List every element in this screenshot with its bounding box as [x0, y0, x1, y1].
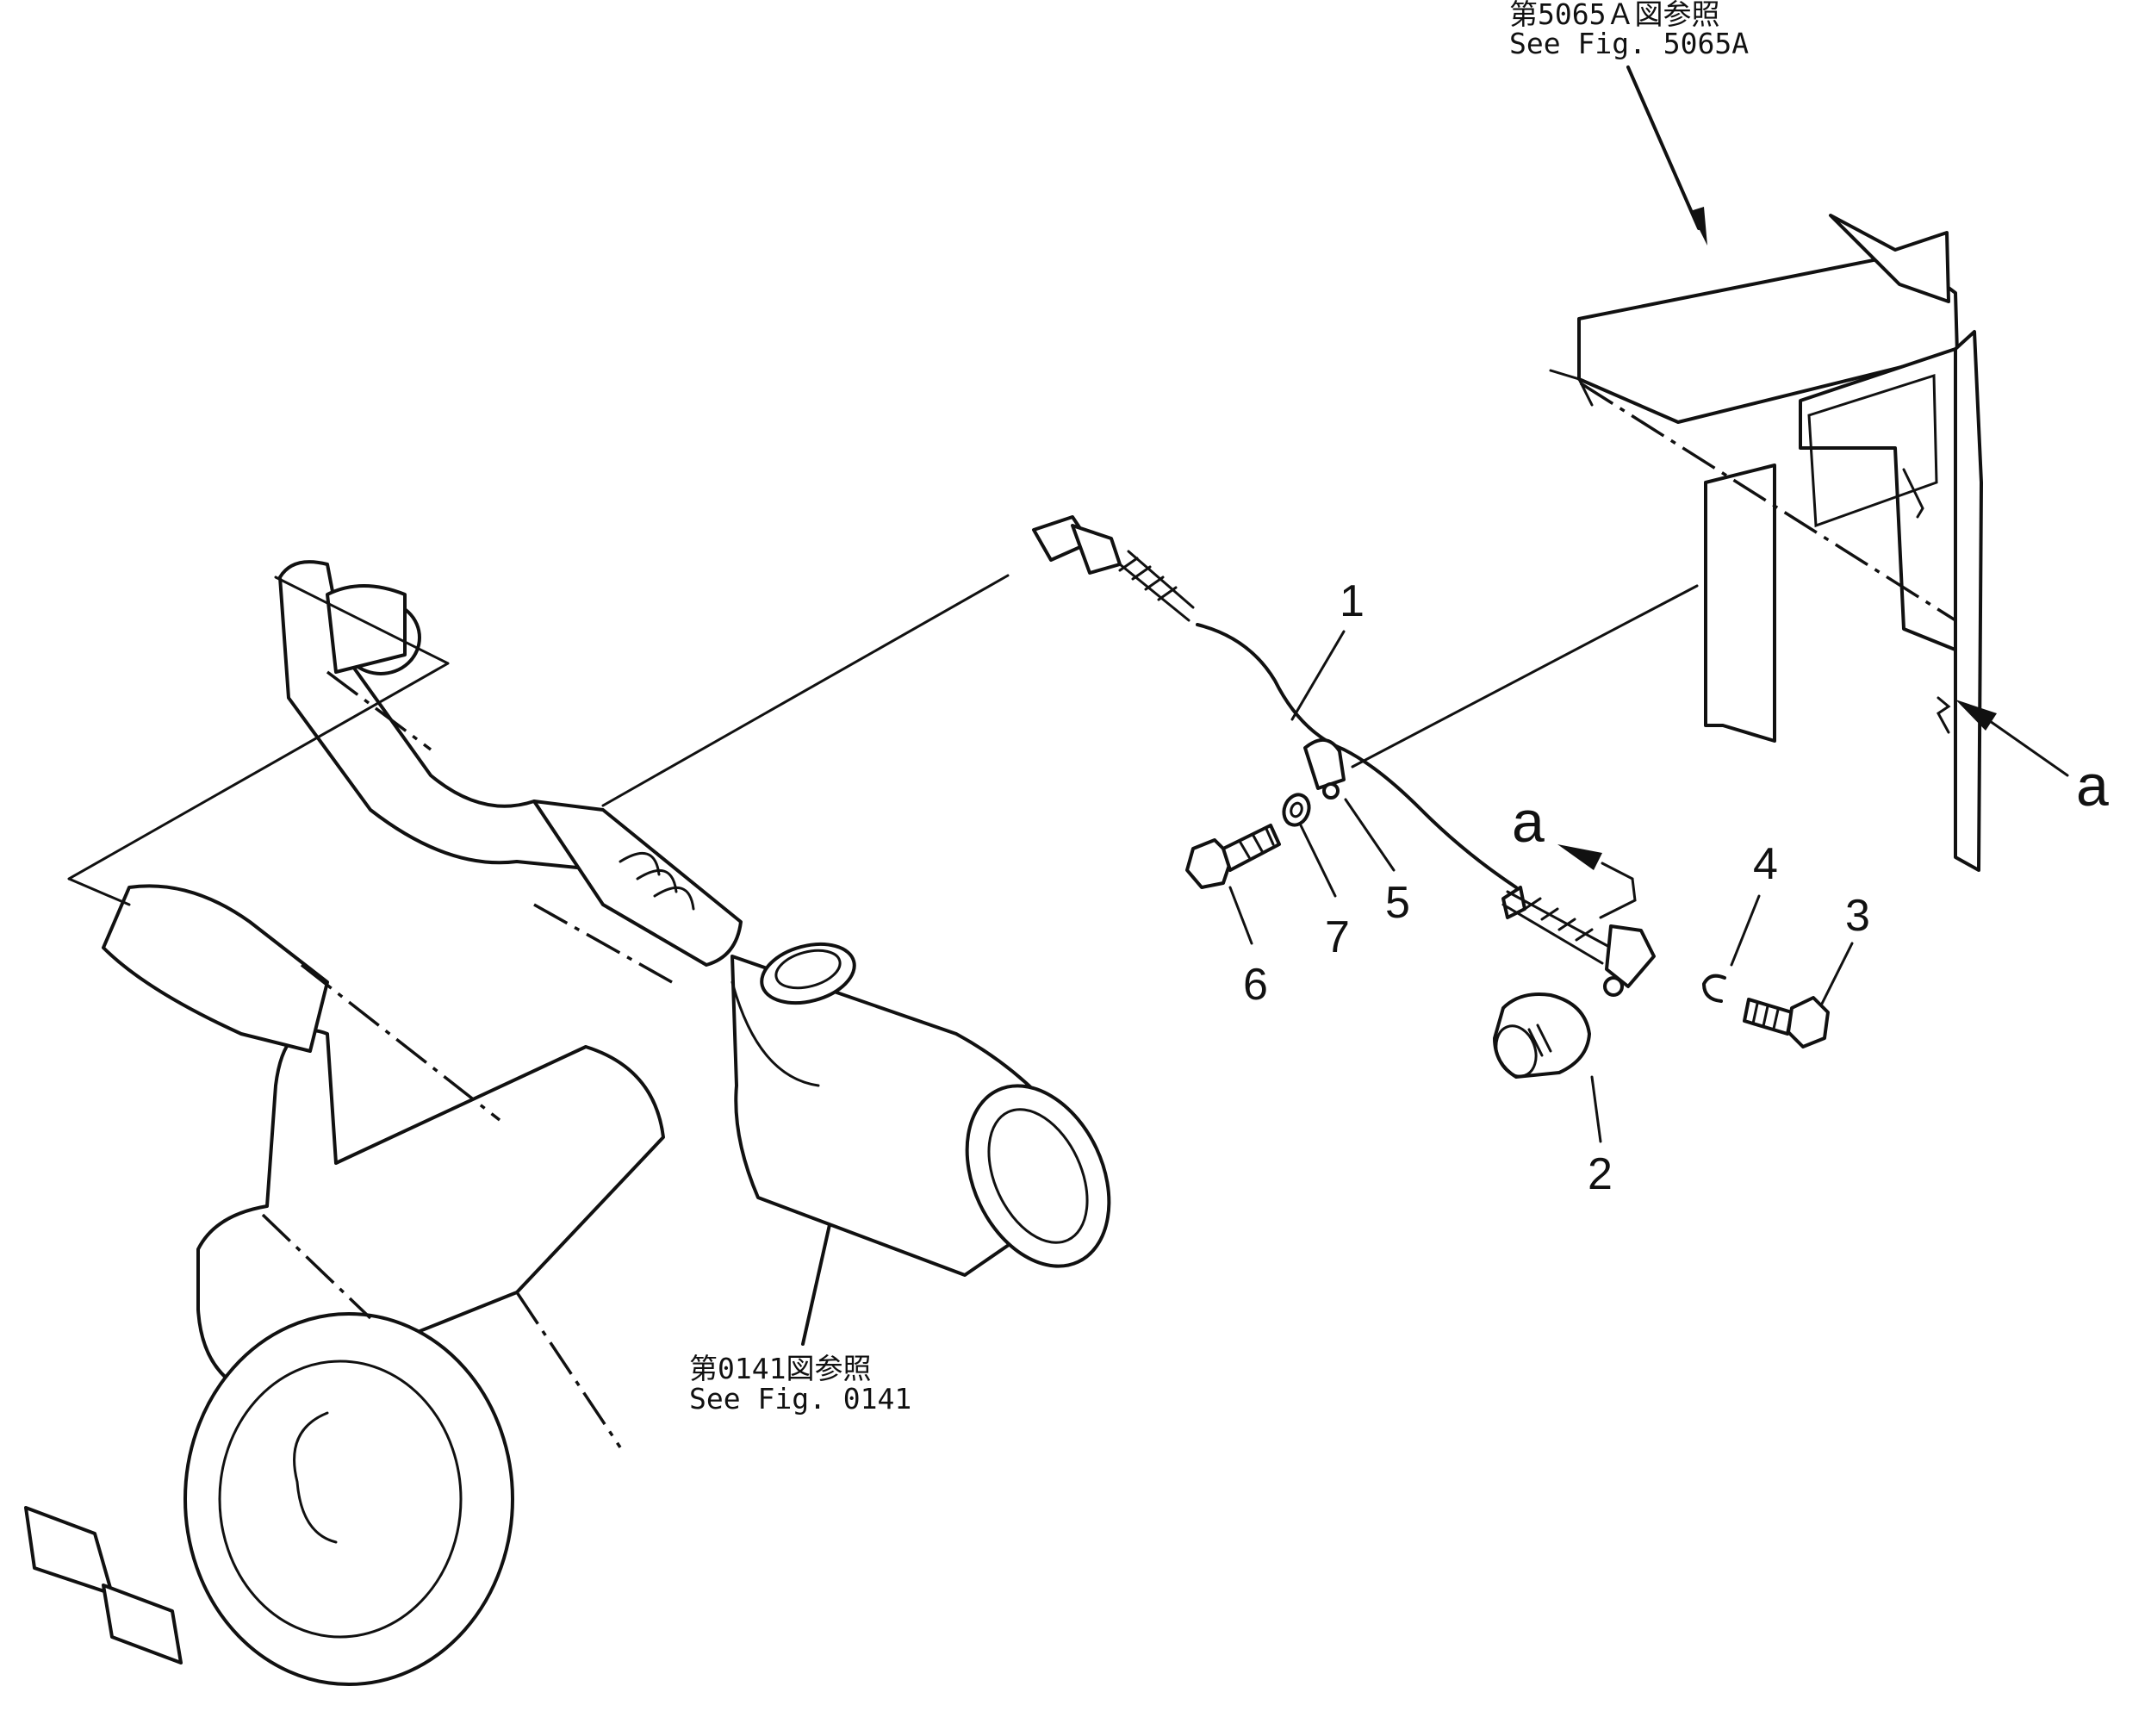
part-3-bolt [1743, 996, 1830, 1048]
leader-lines [1228, 630, 1854, 1143]
part-number-4: 4 [1753, 839, 1778, 889]
ref-bottom-en: See Fig. 0141 [689, 1382, 911, 1416]
part-number-1: 1 [1340, 576, 1365, 626]
part-7-washer [1282, 793, 1311, 827]
view-marker-letter: a [1512, 789, 1545, 855]
clip-part-5 [1303, 738, 1346, 790]
wire-harness [1032, 515, 1656, 997]
part-number-2: 2 [1588, 1149, 1613, 1199]
part-number-5: 5 [1385, 878, 1410, 928]
bracket-assembly [1549, 214, 1983, 872]
view-marker-letter: a [2076, 753, 2109, 818]
part-number-7: 7 [1325, 912, 1350, 962]
part-6-bolt [1185, 824, 1281, 889]
ref-top-jp: 第5065Ａ図参照 [1509, 0, 1719, 31]
ref-top-arrow [1626, 65, 1707, 246]
ref-bottom-jp: 第0141図参照 [689, 1352, 871, 1385]
part-number-6: 6 [1243, 960, 1268, 1010]
part-4-clip [1702, 974, 1726, 1003]
view-marker-a-right: a [1955, 700, 2109, 818]
view-marker-a-left: a [1512, 789, 1637, 919]
part-number-3: 3 [1845, 891, 1870, 941]
part-2-grommet [1493, 992, 1591, 1079]
muffler-assembly [24, 560, 1699, 1686]
ref-top-en: See Fig. 5065A [1509, 27, 1749, 60]
